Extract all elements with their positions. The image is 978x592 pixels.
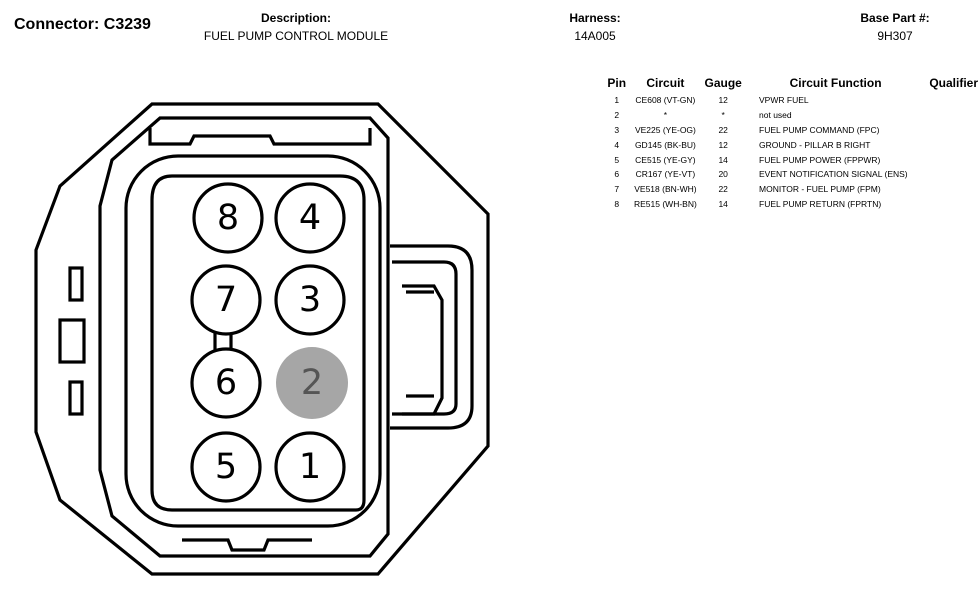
- pin-label-8: 8: [217, 198, 239, 238]
- cell-circuit: CR167 (YE-VT): [635, 169, 696, 180]
- cell-pin: 3: [614, 124, 620, 135]
- top-latch-notch: [148, 128, 372, 146]
- left-key-middle: [58, 318, 86, 364]
- left-key-top: [68, 266, 84, 302]
- pin-label-2: 2: [301, 363, 323, 403]
- cell-circuit: CE608 (VT-GN): [635, 95, 696, 106]
- pin-2-circle-unused: [276, 347, 348, 419]
- pin-4-circle: [274, 182, 346, 254]
- cell-circuit-function: FUEL PUMP POWER (FPPWR): [759, 154, 881, 165]
- cell-gauge: 20: [718, 169, 728, 180]
- column-header-circuit: Circuit: [646, 76, 685, 90]
- table-row: 3 VE225 (YE-OG) 22 FUEL PUMP COMMAND (FPC): [602, 123, 978, 138]
- pin-label-6: 6: [215, 363, 237, 403]
- cell-gauge: 14: [718, 154, 728, 165]
- cell-gauge: *: [721, 110, 725, 121]
- table-row: 4 GD145 (BK-BU) 12 GROUND - PILLAR B RIGHT: [602, 137, 978, 152]
- right-latch-outer: [390, 244, 474, 430]
- description-value: FUEL PUMP CONTROL MODULE: [203, 29, 389, 43]
- table-row: 6 CR167 (YE-VT) 20 EVENT NOTIFICATION SIGNA…: [602, 167, 978, 182]
- pin-cavity-inner: [150, 174, 366, 512]
- table-row: 5 CE515 (YE-GY) 14 FUEL PUMP POWER (FPPWR): [602, 152, 978, 167]
- base-part-label: Base Part #:: [860, 11, 930, 25]
- column-header-qualifier: Qualifier: [929, 76, 978, 90]
- pin-6-circle: [190, 347, 262, 419]
- pin-8-circle: [192, 182, 264, 254]
- table-row: 1 CE608 (VT-GN) 12 VPWR FUEL: [602, 93, 978, 108]
- harness-label: Harness:: [569, 11, 621, 25]
- base-part-block: Base Part #: 9H307: [830, 11, 960, 43]
- cell-qualifier: [924, 123, 978, 138]
- connector-inner-body: [98, 116, 390, 558]
- cell-pin: 5: [614, 154, 620, 165]
- cell-pin: 6: [614, 169, 620, 180]
- cell-gauge: 22: [718, 184, 728, 195]
- cell-circuit: VE518 (BN-WH): [634, 184, 697, 195]
- connector-outer-body: [34, 102, 490, 576]
- cell-gauge: 14: [718, 198, 728, 209]
- cell-gauge: 12: [718, 139, 728, 150]
- cell-circuit-function: not used: [759, 110, 792, 121]
- cell-pin: 2: [614, 110, 620, 121]
- cell-pin: 4: [614, 139, 620, 150]
- cell-circuit: GD145 (BK-BU): [634, 139, 696, 150]
- column-header-gauge: Gauge: [704, 76, 742, 90]
- description-label: Description:: [260, 11, 331, 25]
- cell-circuit-function: GROUND - PILLAR B RIGHT: [759, 139, 871, 150]
- cell-qualifier: [924, 197, 978, 212]
- pin-3-circle: [274, 264, 346, 336]
- pin-label-1: 1: [299, 447, 321, 487]
- connector-title: Connector: C3239: [14, 16, 151, 33]
- cell-pin: 7: [614, 184, 620, 195]
- pin-label-3: 3: [299, 280, 321, 320]
- left-key-bottom: [68, 380, 84, 416]
- harness-value: 14A005: [574, 29, 616, 43]
- pin-label-7: 7: [215, 280, 237, 320]
- cell-qualifier: [924, 93, 978, 108]
- pin-label-5: 5: [215, 447, 237, 487]
- base-part-value: 9H307: [877, 29, 913, 43]
- cell-gauge: 12: [718, 95, 728, 106]
- cell-gauge: 22: [718, 124, 728, 135]
- cell-circuit-function: FUEL PUMP COMMAND (FPC): [759, 124, 880, 135]
- harness-block: Harness: 14A005: [540, 11, 650, 43]
- cell-pin: 1: [614, 95, 620, 106]
- right-latch-ramp: [402, 284, 444, 416]
- cell-qualifier: [924, 167, 978, 182]
- column-header-pin: Pin: [607, 76, 627, 90]
- cell-circuit: RE515 (WH-BN): [634, 198, 697, 209]
- column-header-circuit-function: Circuit Function: [789, 76, 882, 90]
- table-row: 2 * * not used: [602, 108, 978, 123]
- pin-1-circle: [274, 431, 346, 503]
- cell-circuit: *: [663, 110, 668, 121]
- pin-cavity-frame: [124, 154, 382, 528]
- cell-pin: 8: [614, 198, 620, 209]
- cell-qualifier: [924, 137, 978, 152]
- cell-circuit-function: FUEL PUMP RETURN (FPRTN): [759, 198, 882, 209]
- cell-circuit-function: VPWR FUEL: [759, 95, 809, 106]
- pin-label-4: 4: [299, 198, 321, 238]
- cell-circuit-function: MONITOR - FUEL PUMP (FPM): [759, 184, 881, 195]
- cell-circuit: CE515 (YE-GY): [635, 154, 696, 165]
- pin-table: Pin Circuit Gauge Circuit Function Quali…: [602, 76, 978, 211]
- pin-table-header-row: Pin Circuit Gauge Circuit Function Quali…: [602, 76, 978, 93]
- cell-qualifier: [924, 152, 978, 167]
- bottom-latch-notch: [182, 538, 312, 552]
- cell-circuit-function: EVENT NOTIFICATION SIGNAL (ENS): [759, 169, 908, 180]
- description-block: Description: FUEL PUMP CONTROL MODULE: [186, 11, 406, 43]
- pin-5-circle: [190, 431, 262, 503]
- pin-7-circle: [190, 264, 262, 336]
- table-row: 8 RE515 (WH-BN) 14 FUEL PUMP RETURN (FPRTN): [602, 197, 978, 212]
- table-row: 7 VE518 (BN-WH) 22 MONITOR - FUEL PUMP (FPM…: [602, 182, 978, 197]
- cell-qualifier: [924, 108, 978, 123]
- right-latch-inner: [392, 260, 458, 416]
- cell-circuit: VE225 (YE-OG): [634, 124, 696, 135]
- cell-qualifier: [924, 182, 978, 197]
